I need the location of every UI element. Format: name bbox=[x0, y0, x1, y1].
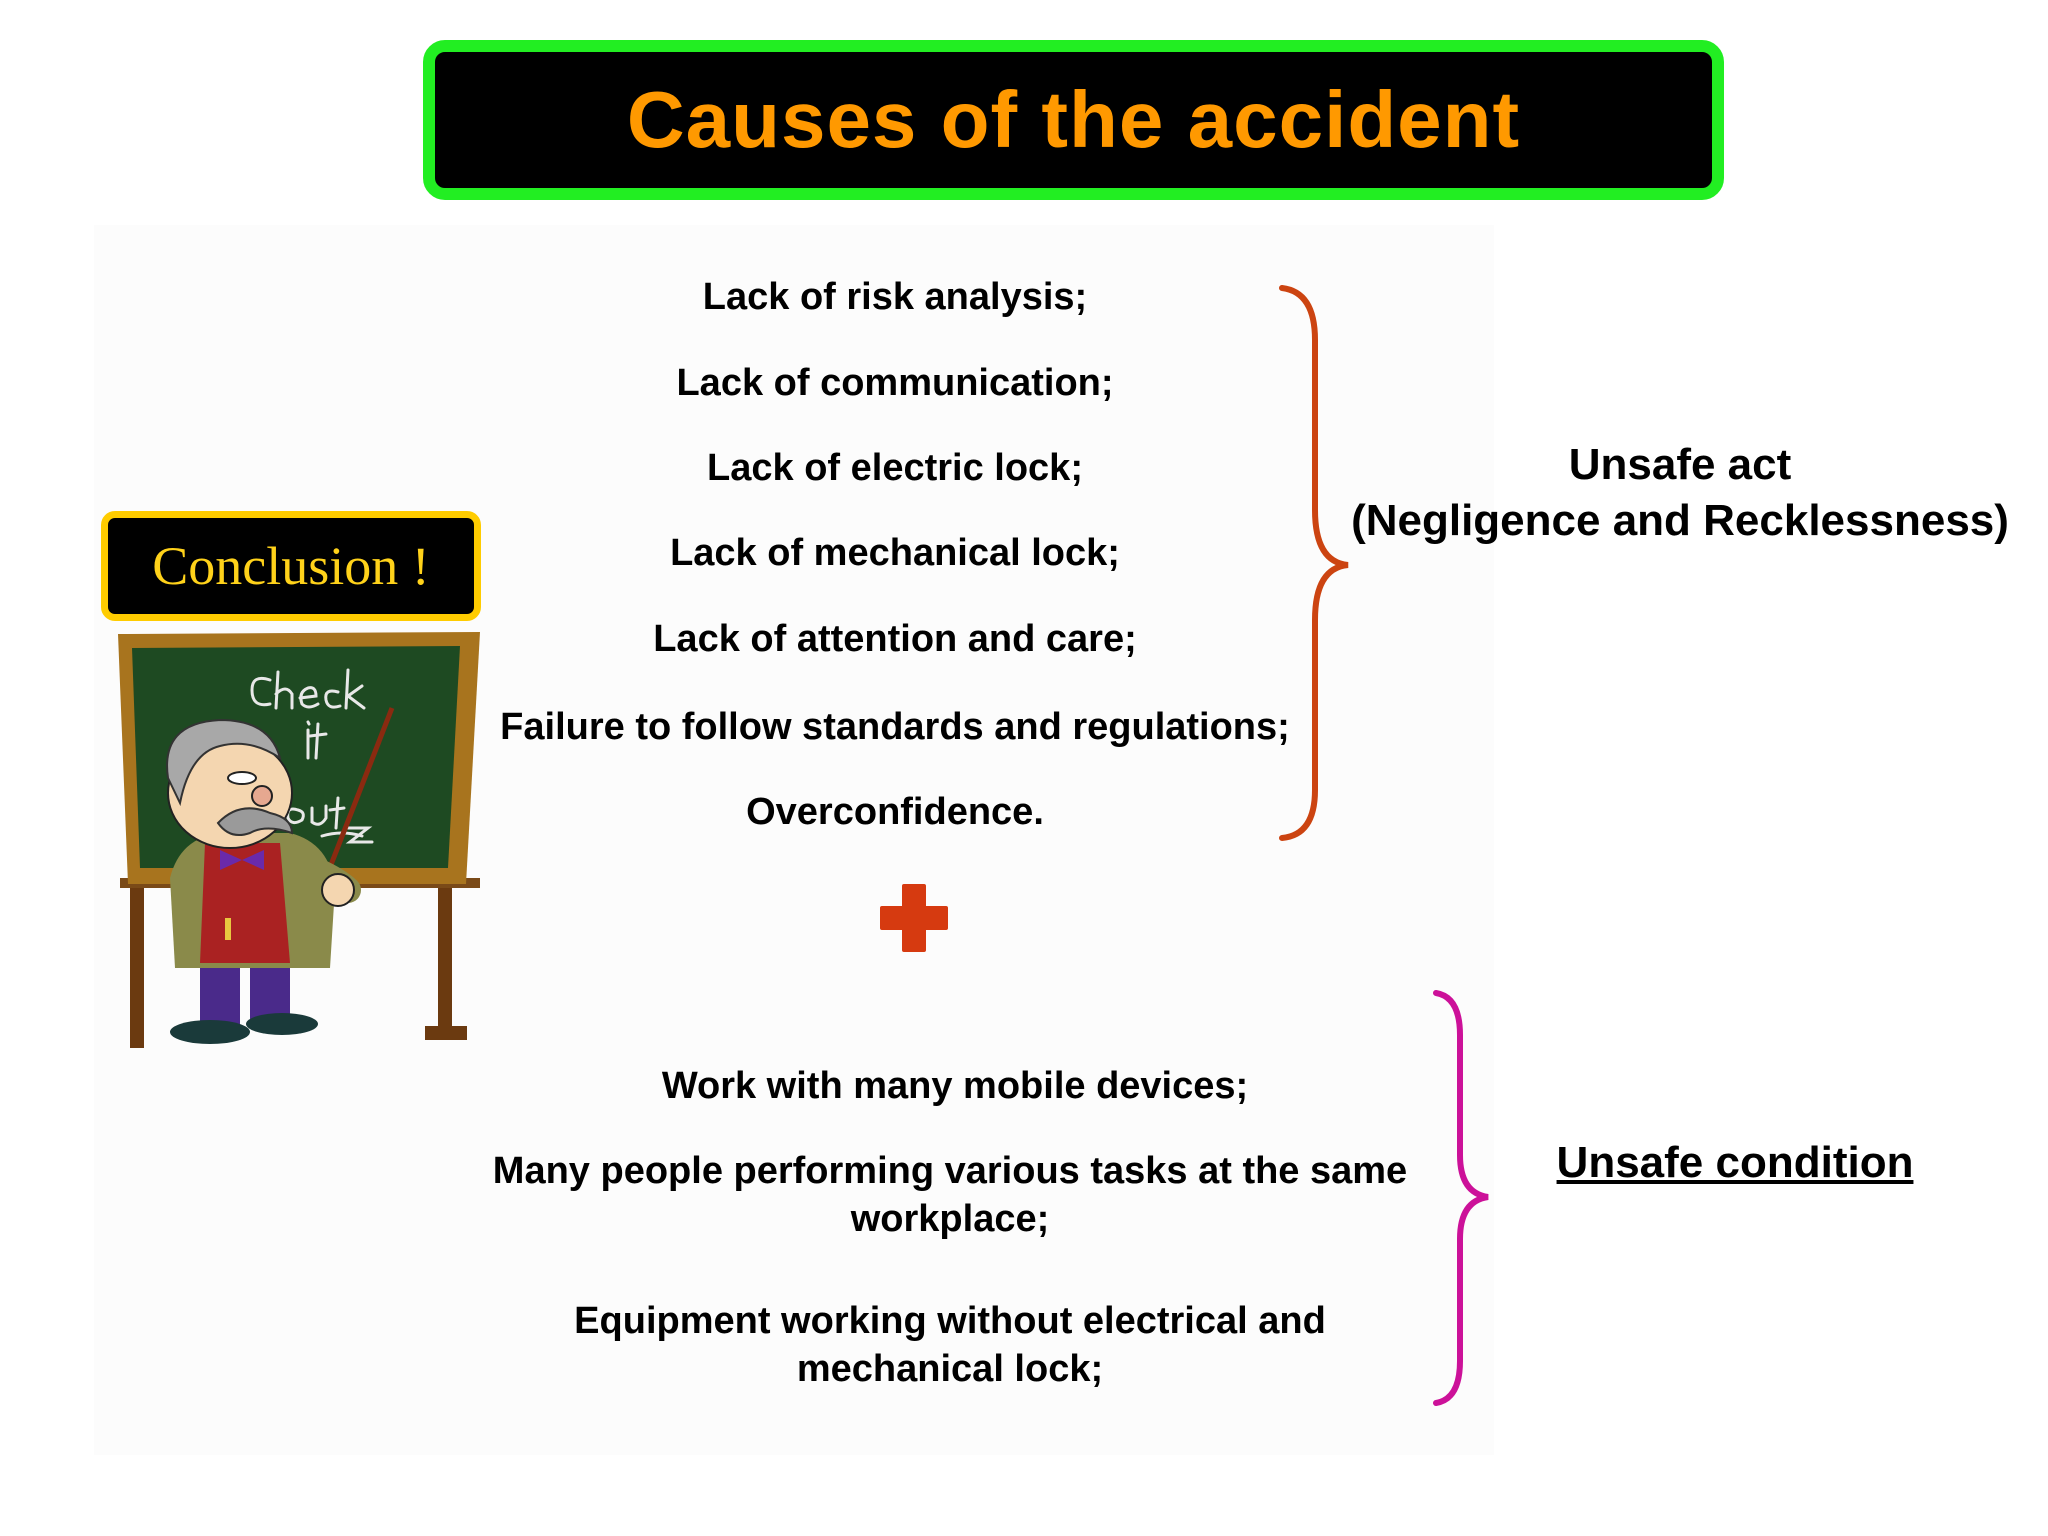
cause-item: Lack of risk analysis; bbox=[702, 276, 1088, 318]
unsafe-act-sublabel: (Negligence and Recklessness) bbox=[1351, 496, 2009, 545]
nose bbox=[251, 785, 273, 807]
easel-foot bbox=[425, 1026, 467, 1040]
title-banner: Causes of the accident bbox=[423, 40, 1724, 200]
chalk-writing bbox=[250, 668, 374, 844]
easel-leg-right bbox=[438, 873, 452, 1033]
bow-tie-left bbox=[220, 850, 242, 870]
plus-icon bbox=[880, 884, 948, 952]
conclusion-label: Conclusion ! bbox=[152, 536, 430, 596]
cause-item: Lack of mechanical lock; bbox=[670, 532, 1120, 574]
cause-item: Lack of communication; bbox=[676, 362, 1114, 404]
eye bbox=[227, 771, 257, 785]
unsafe-condition-brace bbox=[1433, 990, 1489, 1406]
hand bbox=[321, 873, 355, 907]
easel-leg-left bbox=[130, 873, 144, 1048]
bow-tie-right bbox=[242, 850, 264, 870]
cause-item: Lack of electric lock; bbox=[707, 447, 1083, 489]
unsafe-act-brace bbox=[1279, 285, 1349, 841]
shoe-right bbox=[246, 1013, 318, 1035]
cause-item: Lack of attention and care; bbox=[653, 618, 1137, 660]
slide-title: Causes of the accident bbox=[626, 75, 1521, 164]
hair bbox=[166, 718, 282, 807]
conclusion-badge: Conclusion ! bbox=[101, 511, 481, 621]
leg-left bbox=[200, 958, 240, 1028]
vest-pocket bbox=[225, 918, 231, 940]
teacher-clipart bbox=[118, 632, 480, 1048]
cause-item: Overconfidence. bbox=[746, 791, 1044, 833]
condition-item: Equipment working without electrical and… bbox=[574, 1300, 1326, 1390]
condition-item: Many people performing various tasks at … bbox=[492, 1150, 1408, 1240]
pointer-stick bbox=[317, 707, 395, 894]
cause-item: Failure to follow standards and regulati… bbox=[500, 706, 1290, 748]
mustache bbox=[216, 807, 294, 836]
shoe-left bbox=[170, 1020, 250, 1044]
unsafe-condition-label: Unsafe condition bbox=[1556, 1138, 1914, 1187]
condition-item: Work with many mobile devices; bbox=[661, 1065, 1249, 1107]
unsafe-act-label: Unsafe act bbox=[1568, 440, 1792, 489]
vest bbox=[200, 843, 290, 963]
